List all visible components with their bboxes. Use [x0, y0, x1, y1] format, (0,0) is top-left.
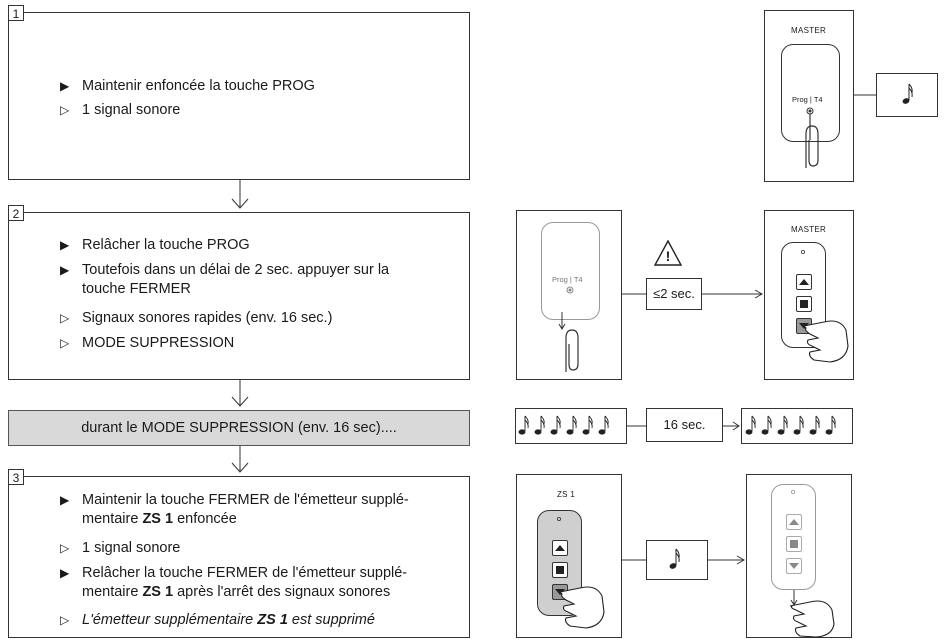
prog-button-icon [807, 108, 813, 114]
hand-icon [804, 321, 848, 362]
button-glyphs [799, 279, 809, 329]
music-note-icon [669, 549, 679, 569]
rapid-beeps-icons-right [746, 416, 835, 434]
release-arrow-icon [559, 312, 565, 329]
rapid-beeps-icons-left [519, 416, 608, 434]
button-glyphs-released [789, 519, 799, 569]
hand-icon [790, 601, 834, 637]
button-glyphs [555, 545, 565, 595]
prog-button-icon [567, 287, 573, 293]
paperclip-icon [566, 330, 578, 372]
led-indicator [791, 490, 794, 493]
led-indicator [801, 250, 804, 253]
music-note-icon [902, 84, 912, 104]
led-indicator [557, 517, 560, 520]
release-arrow-icon [791, 590, 797, 605]
paperclip-icon [806, 114, 818, 168]
hand-icon [560, 587, 604, 628]
